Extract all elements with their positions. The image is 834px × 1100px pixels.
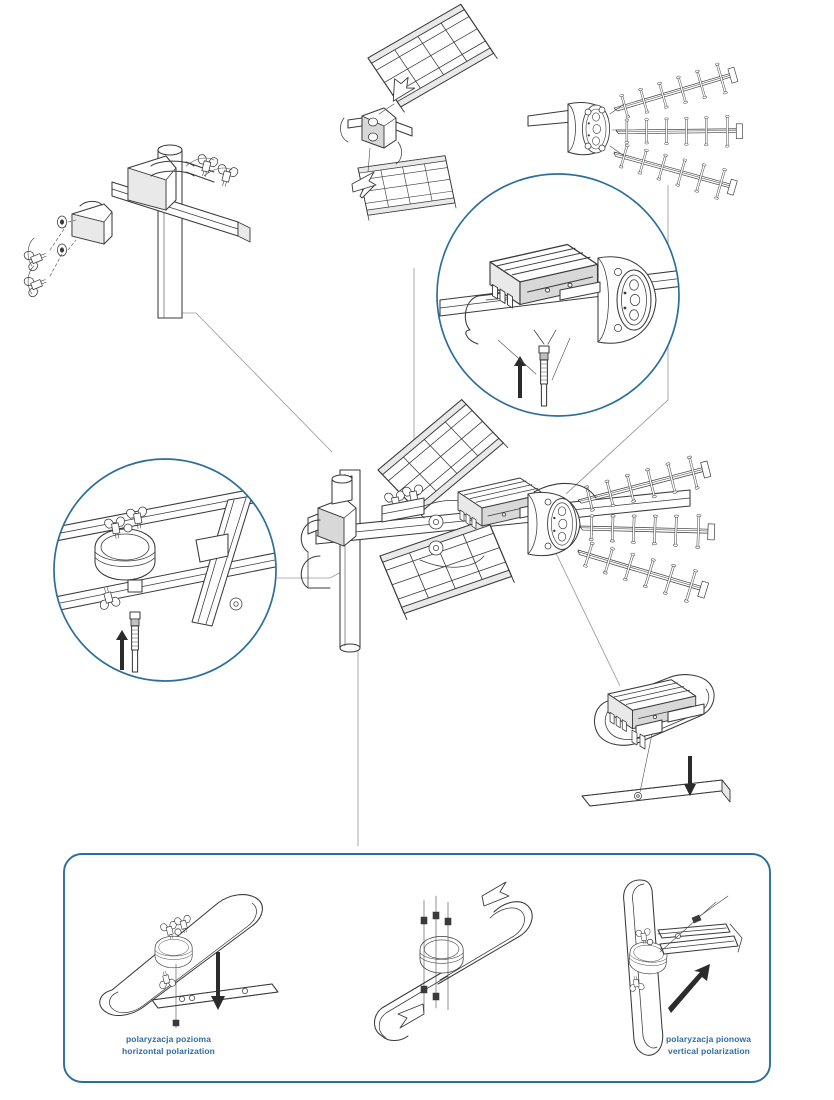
main-antenna-assembly (300, 390, 716, 653)
amplifier-detail-callout (436, 173, 680, 417)
polarization-panel: polaryzacja pozioma horizontal polarizat… (63, 853, 771, 1083)
balun-detail-callout (53, 458, 277, 682)
reflector-hub (340, 107, 413, 165)
dipole-boom-mount (581, 674, 731, 807)
horizontal-polarization-label-pl: polaryzacja pozioma (126, 1034, 211, 1044)
vertical-polarization-label-en: vertical polarization (668, 1046, 750, 1056)
horizontal-polarization-label-en: horizontal polarization (122, 1046, 215, 1056)
yagi-booms-exploded (527, 58, 743, 204)
horizontal-polarization-figure (99, 894, 279, 1029)
mast-head-clamp (307, 474, 357, 547)
mast-clamp-assembly (22, 144, 251, 319)
vertical-polarization-label-pl: polaryzacja pionowa (666, 1034, 751, 1044)
polarization-panel-border (63, 853, 771, 1083)
vertical-polarization-figure (623, 879, 743, 1056)
dipole-insertion-figure (373, 881, 533, 1042)
reflector-screens (340, 0, 505, 230)
